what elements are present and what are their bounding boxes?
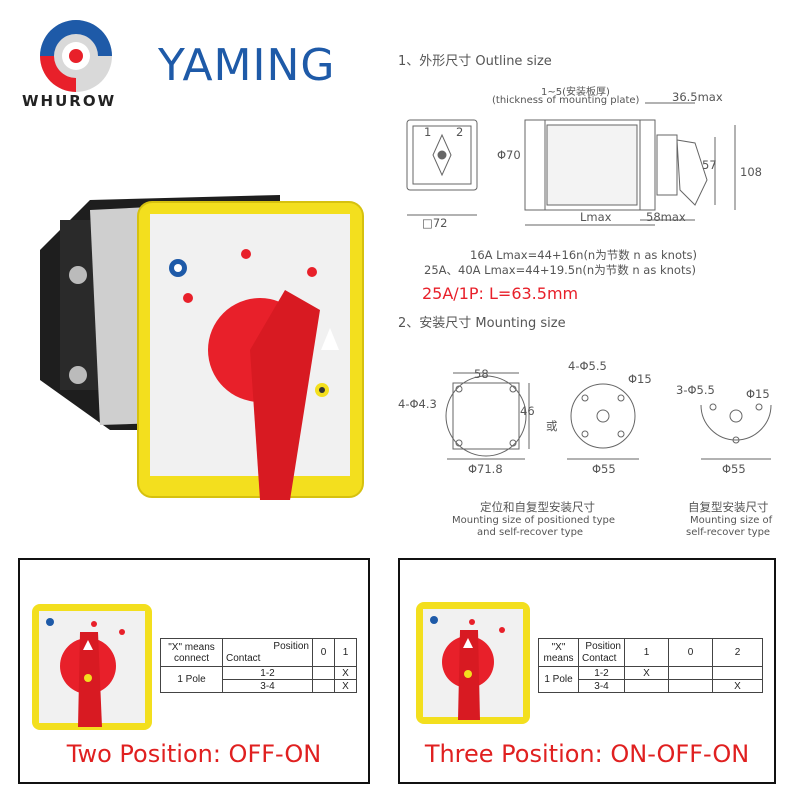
position-col-1: 1 [334,638,357,667]
dim-58max: 58max [646,210,686,224]
brand-name: YAMING [158,40,336,91]
mark-cell: X [712,679,763,693]
three-position-switch-image [416,602,530,724]
three-position-table: "X"means Position Contact 1 0 2 1 Pole 1… [538,638,763,693]
position-col-0: 0 [668,638,713,667]
position-col-1: 1 [624,638,669,667]
caption-left-en2: and self-recover type [477,527,584,538]
mounting-heading: 2、安装尺寸 Mounting size [398,316,566,331]
caption-right-en1: Mounting size of [690,515,773,526]
contact-row-1-2: 1-2 [222,666,313,680]
mark-cell [624,679,669,693]
caption-right-cn: 自复型安装尺寸 [688,500,769,514]
mount-thickness-en: (thickness of mounting plate) [492,95,640,106]
pole-label: 1 Pole [538,666,579,693]
position-col-0: 0 [312,638,335,667]
pole-label: 1 Pole [160,666,223,693]
legend-line-2: means [543,652,574,664]
dim-phi70: Φ70 [497,148,521,162]
contact-header: Contact [582,653,617,664]
d2-holes: 4-Φ5.5 [568,359,607,373]
formula-16a: 16A Lmax=44+16n(n为节数 n as knots) [470,248,697,262]
whurow-logo [40,20,112,92]
brand-subtitle: WHUROW [22,92,117,110]
two-position-caption: Two Position: OFF-ON [66,740,322,768]
d2-diam: Φ55 [592,462,616,476]
three-position-panel: "X"means Position Contact 1 0 2 1 Pole 1… [398,558,776,784]
dim-72: □72 [422,216,448,230]
mounting-drawing [445,372,772,460]
mark-cell [668,666,713,680]
contact-row-3-4: 3-4 [578,679,625,693]
position-header: Position [273,641,309,652]
dim-108: 108 [740,165,762,179]
legend-line-2: connect [173,652,210,664]
outline-heading: 1、外形尺寸 Outline size [398,54,552,69]
formula-25a-40a: 25A、40A Lmax=44+19.5n(n为节数 n as knots) [424,263,696,277]
mark-cell: X [334,666,357,680]
legend-line-1: "X" [551,641,566,653]
d1-side: 46 [520,404,535,418]
outline-drawing [406,102,736,226]
caption-left-en1: Mounting size of positioned type [452,515,615,526]
d1-or: 或 [546,419,558,433]
d1-holes: 4-Φ4.3 [398,397,437,411]
three-position-caption: Three Position: ON-OFF-ON [424,740,750,768]
d1-diam: Φ71.8 [468,462,503,476]
dim-36-5max: 36.5max [672,90,723,104]
contact-row-1-2: 1-2 [578,666,625,680]
mark-cell [312,666,335,680]
mark-cell [312,679,335,693]
length-note: 25A/1P: L=63.5mm [422,284,579,303]
d1-top: 58 [474,367,489,381]
legend-line-1: "X" means [168,641,215,653]
d2-center: Φ15 [628,372,652,386]
d3-diam: Φ55 [722,462,746,476]
pos-label-1: 1 [424,125,432,139]
mark-cell [668,679,713,693]
rotary-switch-photo [40,195,364,500]
two-position-switch-image [32,604,152,730]
mark-cell [712,666,763,680]
dim-57: 57 [702,158,717,172]
contact-header: Contact [226,653,261,664]
d3-holes: 3-Φ5.5 [676,383,715,397]
caption-right-en2: self-recover type [686,527,771,538]
mark-cell: X [624,666,669,680]
caption-left-cn: 定位和自复型安装尺寸 [480,500,595,514]
contact-row-3-4: 3-4 [222,679,313,693]
pos-label-2: 2 [456,125,464,139]
d3-center: Φ15 [746,387,770,401]
mount-thickness-cn: 1~5(安装板厚) [541,87,610,98]
position-header: Position [585,641,621,652]
dim-lmax: Lmax [580,210,612,224]
position-col-2: 2 [712,638,763,667]
mark-cell: X [334,679,357,693]
